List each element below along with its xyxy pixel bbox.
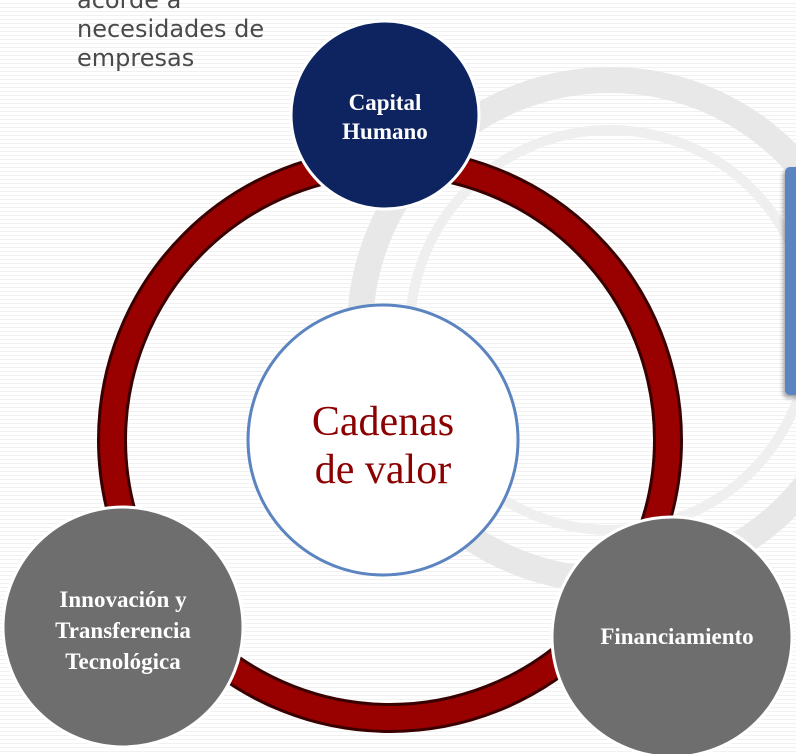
context-note: acorde a necesidades de empresas	[77, 0, 307, 73]
center-circle	[246, 303, 520, 577]
note-line: necesidades de	[77, 15, 265, 43]
side-callout-box	[785, 167, 796, 395]
label-innovacion: Innovación y Transferencia Tecnológica	[55, 587, 191, 674]
node-capital-humano	[289, 19, 481, 211]
label-financiamiento: Financiamiento	[600, 624, 754, 649]
label-capital-humano: Capital Humano	[342, 90, 428, 144]
node-innovacion	[1, 505, 245, 749]
note-line: empresas	[77, 44, 195, 72]
node-financiamiento	[550, 515, 794, 754]
note-line: acorde a	[77, 0, 182, 14]
center-label: Cadenas de valor	[311, 399, 455, 493]
